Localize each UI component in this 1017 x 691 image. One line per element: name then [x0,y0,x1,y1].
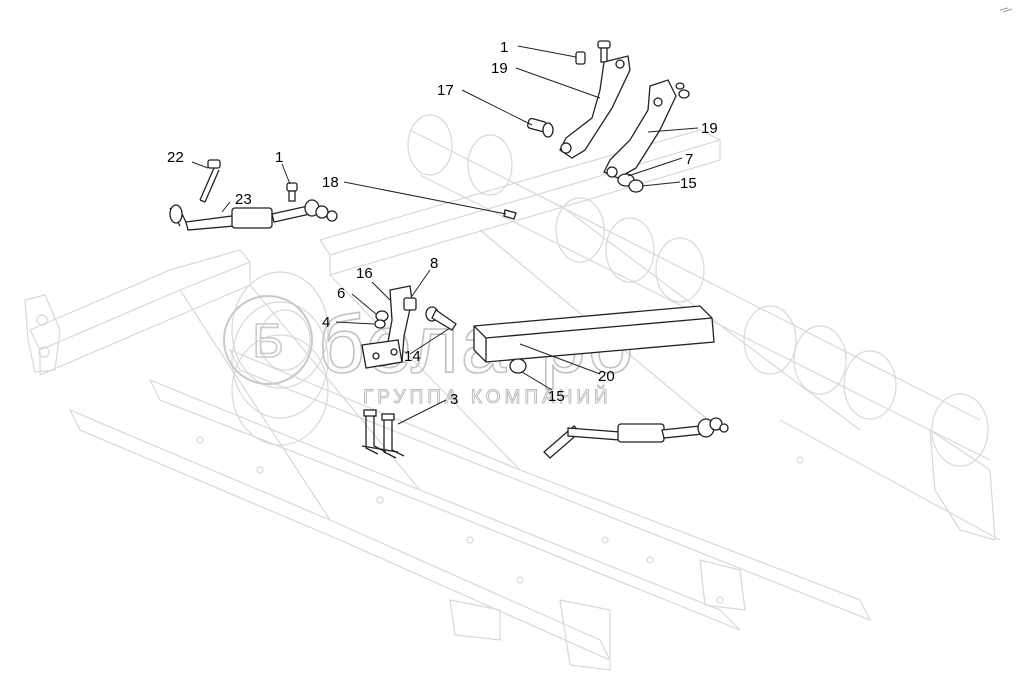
nut-8 [403,297,417,311]
callout-22: 22 [167,149,184,166]
bracket-19-left [559,55,631,159]
bolt-14 [425,306,457,331]
callout-19-right: 19 [701,120,718,137]
callout-19-top: 19 [491,60,508,77]
turnbuckle-lower [543,417,729,459]
pin-17 [527,117,554,138]
callout-15-mid: 15 [548,388,565,405]
beam-20 [473,305,715,363]
corner-mark [999,7,1013,13]
callout-16: 16 [356,265,373,282]
callout-23: 23 [235,191,252,208]
callout-1-top: 1 [500,39,508,56]
callout-4: 4 [322,314,330,331]
callout-14: 14 [404,348,421,365]
callout-1-left: 1 [275,149,283,166]
callout-labels: 1 19 17 19 7 15 22 1 23 18 16 8 6 4 14 2… [167,39,718,408]
nut-6 [375,310,389,322]
nut-15-top [628,179,644,193]
callout-7: 7 [685,151,693,168]
foreground-parts [169,40,729,459]
nut-15-mid [509,358,527,374]
background-rollers [231,114,991,467]
top-link-23 [169,199,338,231]
watermark-logo-letter: Б [252,315,284,368]
background-frame [24,129,1001,671]
callout-18: 18 [322,174,339,191]
callout-15-top: 15 [680,175,697,192]
callout-8: 8 [430,255,438,272]
callout-20: 20 [598,368,615,385]
callout-6: 6 [337,285,345,302]
ubolt-3 [361,409,405,459]
washer-4 [374,319,386,329]
bolt-1-top [575,40,611,65]
bolt-22 [199,159,221,203]
callout-3: 3 [450,391,458,408]
watermark-tagline: ГРУППА КОМПАНИЙ [363,386,612,408]
leader-lines [191,45,699,425]
bolt-1-left [286,182,298,202]
callout-17: 17 [437,82,454,99]
